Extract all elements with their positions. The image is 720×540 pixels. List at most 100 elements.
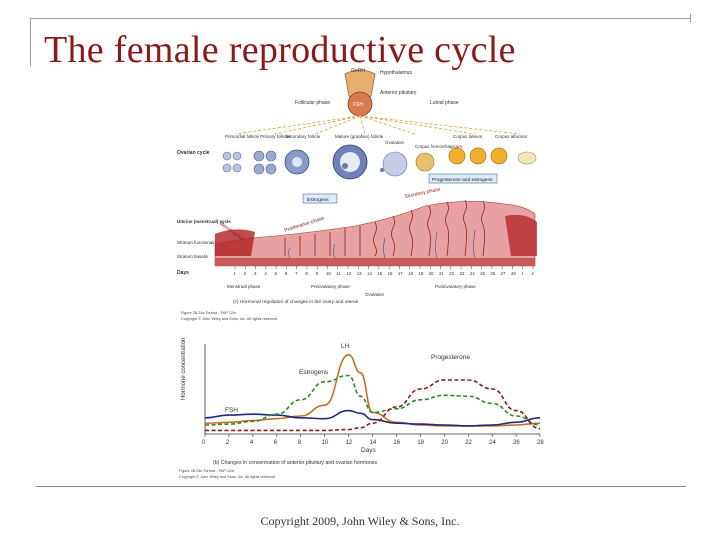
- estrogens-box: [302, 193, 338, 204]
- arrow-to-secondary: [314, 115, 361, 135]
- estrogens-series-label: Estrogens: [299, 369, 329, 376]
- corpus-albicans-label: Corpus albicans: [495, 134, 528, 139]
- day-tick-label: 14: [367, 271, 372, 276]
- day-tick-label: 7: [295, 271, 298, 276]
- x-tick-label: 22: [465, 440, 472, 446]
- chart-x-label: Days: [361, 447, 377, 454]
- estrogens-series-line: [204, 374, 541, 426]
- artery: [288, 247, 291, 259]
- mature-follicle-antrum: [340, 152, 360, 172]
- x-tick-label: 6: [274, 440, 278, 446]
- corpus-luteum-label: Corpus luteum: [453, 134, 483, 139]
- x-tick-label: 4: [250, 440, 254, 446]
- day-tick-label: 3: [254, 271, 257, 276]
- progesterone-estrogens-label: Progesterone and estrogens: [432, 177, 493, 183]
- secretory-label: Secretory phase: [404, 186, 441, 199]
- day-tick-label: 21: [439, 271, 444, 276]
- day-tick-label: 24: [470, 271, 475, 276]
- title-rule: [30, 18, 690, 19]
- released-oocyte: [380, 168, 384, 172]
- primordial-follicle: [222, 151, 232, 161]
- gland: [463, 199, 467, 257]
- spiral-arteries: [288, 229, 476, 259]
- x-tick-label: 18: [417, 440, 424, 446]
- corpus-luteum: [448, 147, 466, 165]
- day-tick-label: 18: [408, 271, 413, 276]
- progesterone-series-label: Progesterone: [431, 354, 470, 361]
- x-tick-label: 16: [393, 440, 400, 446]
- fsh-lh-label: FSH: [353, 102, 363, 108]
- day-tick-label: 27: [501, 271, 506, 276]
- secondary-label: Secondary follicle: [285, 134, 321, 139]
- progesterone-estrogens-box: [428, 173, 498, 184]
- corpus-luteum-stages: [448, 147, 508, 165]
- lh-series-line: [204, 353, 541, 427]
- gland: [445, 201, 449, 257]
- arrow-to-primary: [274, 115, 361, 135]
- progesterone-series-line: [205, 379, 541, 432]
- primordial-follicle: [232, 151, 242, 161]
- corpus-luteum: [469, 147, 487, 165]
- primary-follicle: [265, 150, 277, 162]
- anterior-pituitary-label: Anterior pituitary: [380, 90, 417, 96]
- day-tick-label: 23: [460, 271, 465, 276]
- estrogens-label: Estrogens: [307, 197, 329, 203]
- x-tick-label: 20: [441, 440, 448, 446]
- ovulation-phase-label: Ovulation: [365, 292, 385, 297]
- footer-rule: [36, 486, 686, 487]
- primary-follicle: [253, 150, 265, 162]
- title-rule-left: [30, 18, 31, 66]
- ovarian-uterine-cycle-figure: GnRH Hypothalamus Anterior pituitary Fol…: [177, 68, 537, 321]
- arrow-to-primordial: [234, 115, 361, 135]
- arrow-to-corpus-luteum: [359, 115, 476, 135]
- day-tick-label: 22: [449, 271, 454, 276]
- day-tick-label: 9: [316, 271, 319, 276]
- secondary-follicle-antrum: [292, 157, 302, 167]
- stratum-basalis-label: Stratum basalis: [177, 254, 209, 259]
- top-caption: (c) Hormonal regulation of changes in th…: [233, 299, 359, 305]
- x-tick-label: 12: [346, 440, 353, 446]
- day-tick-label: 19: [418, 271, 423, 276]
- title-rule-cap: [690, 14, 691, 22]
- mature-label: Mature (graafian) follicle: [335, 134, 384, 139]
- day-tick-label: 8: [305, 271, 308, 276]
- primordial-follicles: [222, 151, 242, 173]
- x-tick-label: 0: [202, 440, 206, 446]
- lh-series-label: LH: [341, 343, 350, 350]
- primary-follicles: [253, 150, 277, 175]
- corpus-albicans: [517, 151, 537, 165]
- primary-label: Primary follicles: [260, 134, 292, 139]
- x-tick-label: 24: [489, 440, 496, 446]
- luteal-phase-label: Luteal phase: [430, 100, 459, 106]
- ovarian-cycle-label: Ovarian cycle: [177, 150, 210, 156]
- stratum-functionalis-label: Stratum functionalis: [177, 240, 217, 245]
- day-tick-label: 20: [429, 271, 434, 276]
- follicular-phase-label: Follicular phase: [295, 100, 330, 106]
- chart-figure-ref: Figure 28.24b Tortora - PAP 12/e: [179, 469, 234, 473]
- day-tick-label: 28: [511, 271, 516, 276]
- chart-figure-copyright: Copyright © John Wiley and Sons, Inc. Al…: [179, 475, 276, 479]
- oocyte: [342, 163, 348, 169]
- day-tick-label: 26: [490, 271, 495, 276]
- gland: [481, 200, 485, 257]
- hormone-arrows: [234, 115, 521, 135]
- artery: [333, 243, 336, 259]
- fsh-series-label: FSH: [225, 407, 238, 414]
- day-tick-label: 17: [398, 271, 403, 276]
- primary-follicle: [253, 163, 265, 175]
- day-tick-label: 11: [336, 271, 341, 276]
- postovulatory-phase-label: Postovulatory phase: [435, 284, 476, 289]
- day-tick-label: 16: [388, 271, 393, 276]
- primordial-follicle: [222, 163, 232, 173]
- ovulation-label: Ovulation: [385, 140, 405, 145]
- day-tick-label: 25: [480, 271, 485, 276]
- top-figure-copyright: Copyright © John Wiley and Sons, Inc. Al…: [181, 317, 278, 321]
- copyright-text: Copyright 2009, John Wiley & Sons, Inc.: [260, 514, 460, 528]
- chart-caption: (b) Changes in concentration of anterior…: [213, 460, 377, 466]
- days-label: Days: [177, 270, 189, 276]
- day-tick-label: 6: [285, 271, 288, 276]
- menstruation-shedding-next: [505, 214, 537, 256]
- x-tick-label: 10: [322, 440, 329, 446]
- day-tick-label: 1: [234, 271, 237, 276]
- menstrual-phase-label: Menstrual phase: [227, 284, 261, 289]
